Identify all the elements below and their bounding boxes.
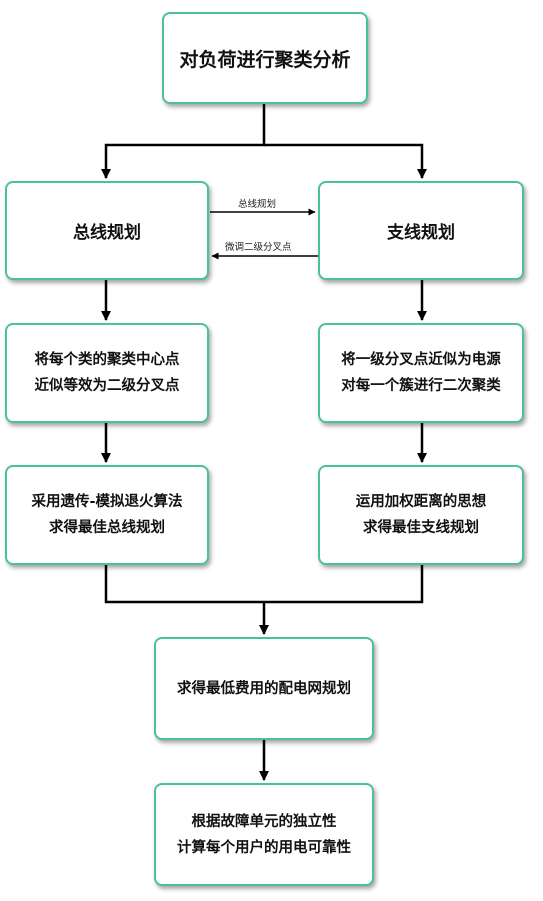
node-bus-step1-line1: 将每个类的聚类中心点: [34, 352, 180, 368]
node-bus-planning: 总线规划: [5, 181, 209, 280]
node-branch-step1-line2: 对每一个簇进行二次聚类: [341, 378, 501, 394]
node-bus-planning-label: 总线规划: [73, 223, 141, 243]
edge-label-bus-to-branch: 总线规划: [238, 199, 277, 210]
node-root-label: 对负荷进行聚类分析: [179, 48, 351, 71]
connector-root-branch: [264, 143, 427, 179]
node-branch-step2: 运用加权距离的思想 求得最佳支线规划: [318, 465, 524, 565]
node-bus-step2: 采用遗传-模拟退火算法 求得最佳总线规划: [5, 465, 209, 565]
node-branch-step1: 将一级分叉点近似为电源 对每一个簇进行二次聚类: [318, 323, 524, 423]
connector-merge-left: [104, 565, 424, 604]
node-branch-step1-line1: 将一级分叉点近似为电源: [341, 352, 501, 368]
connector-root-split: [101, 104, 266, 179]
node-final-line2: 计算每个用户的用电可靠性: [177, 839, 351, 856]
node-branch-planning: 支线规划: [318, 181, 524, 280]
node-bus-step1: 将每个类的聚类中心点 近似等效为二级分叉点: [5, 323, 209, 423]
node-bus-step2-line1: 采用遗传-模拟退火算法: [31, 494, 183, 510]
node-branch-step2-line2: 求得最佳支线规划: [363, 520, 479, 536]
node-final-line1: 根据故障单元的独立性: [191, 813, 337, 830]
node-branch-planning-label: 支线规划: [387, 223, 455, 243]
node-merge: 求得最低费用的配电网规划: [154, 637, 374, 740]
node-root: 对负荷进行聚类分析: [162, 12, 368, 104]
node-final: 根据故障单元的独立性 计算每个用户的用电可靠性: [154, 783, 374, 886]
node-bus-step1-line2: 近似等效为二级分叉点: [34, 378, 180, 394]
node-merge-label: 求得最低费用的配电网规划: [177, 680, 351, 697]
edge-label-branch-to-bus: 微调二级分叉点: [225, 242, 292, 253]
node-branch-step2-line1: 运用加权距离的思想: [355, 494, 487, 510]
node-bus-step2-line2: 求得最佳总线规划: [49, 520, 165, 536]
